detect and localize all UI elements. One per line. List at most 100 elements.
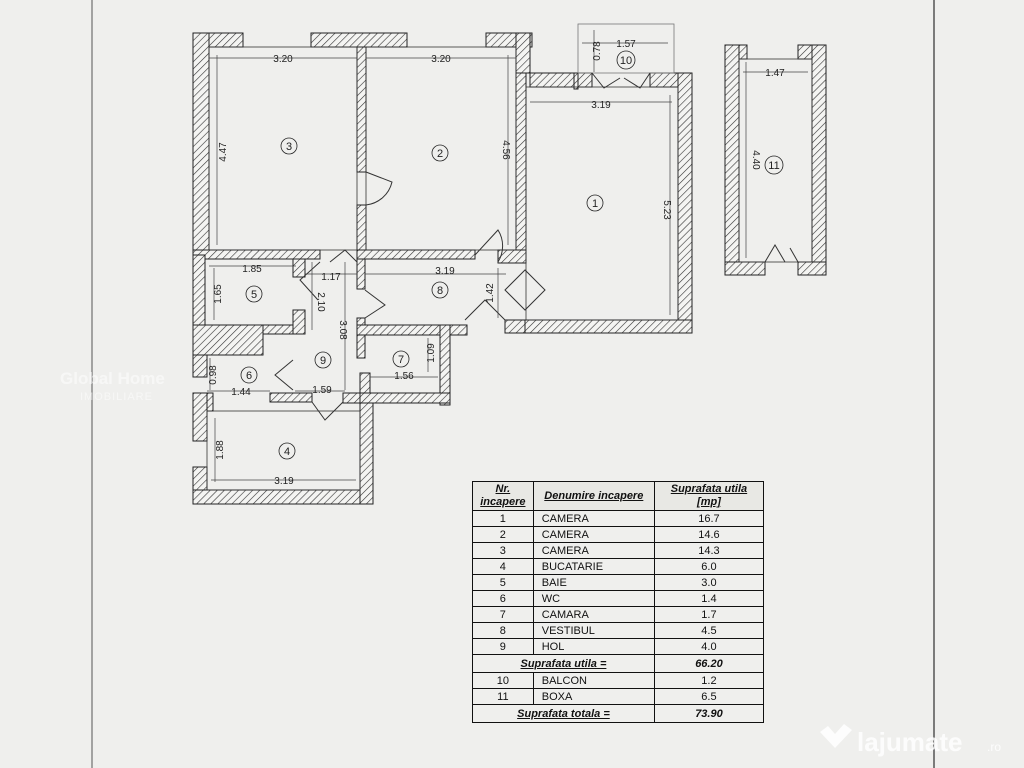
cell-name: VESTIBUL	[532, 622, 655, 639]
cell-name: CAMARA	[532, 606, 655, 623]
dim-r2-width: 3.20	[431, 54, 451, 65]
dim-r5-height: 1.65	[213, 284, 224, 304]
dim-box-width: 1.47	[765, 68, 785, 79]
dim-r1-height: 5.23	[661, 200, 672, 220]
cell-name: CAMERA	[532, 510, 655, 527]
cell-area: 6.0	[653, 558, 765, 575]
dim-r7-height: 1.09	[426, 343, 437, 363]
subtotal-row-label: Suprafata utila =	[472, 654, 655, 673]
room-label-4: 4	[284, 446, 290, 458]
cell-area: 16.7	[653, 510, 765, 527]
dimension-lines	[207, 30, 808, 482]
cell-nr: 3	[472, 542, 534, 559]
room-outlines	[206, 23, 813, 491]
cell-nr: 8	[472, 622, 534, 639]
dim-box-height: 4.40	[750, 150, 761, 170]
dim-hall-d: 1.59	[312, 385, 332, 396]
door-swings	[274, 72, 799, 421]
walls	[192, 32, 827, 505]
cell-name: CAMERA	[532, 542, 655, 559]
room-label-3: 3	[286, 141, 292, 153]
dim-r6-width: 1.44	[231, 387, 251, 398]
header-nr: Nr. incapere	[472, 481, 534, 511]
watermark-left-brand: Global Home	[60, 369, 165, 388]
cell-area: 6.5	[653, 688, 765, 705]
cell-nr: 6	[472, 590, 534, 607]
cell-area: 3.0	[653, 574, 765, 591]
dim-hall-a: 1.17	[321, 272, 341, 283]
dim-balcony-depth: 0.78	[592, 41, 603, 61]
cell-area: 14.6	[653, 526, 765, 543]
subtotal-row: Suprafata utila =66.20	[472, 654, 765, 673]
watermark-right-suffix: .ro	[987, 740, 1001, 754]
watermark-right-logo-icon	[820, 724, 852, 748]
room-label-11: 11	[768, 160, 779, 172]
cell-area: 1.2	[653, 672, 765, 689]
cell-name: CAMERA	[532, 526, 655, 543]
cell-nr: 7	[472, 606, 534, 623]
dim-r3-width: 3.20	[273, 54, 293, 65]
dim-r1-width: 3.19	[591, 100, 611, 111]
cell-name: BOXA	[532, 688, 655, 705]
room-label-8: 8	[437, 285, 443, 297]
cell-name: WC	[532, 590, 655, 607]
dim-r4-width: 3.19	[274, 476, 294, 487]
dim-r3-height: 4.47	[218, 142, 229, 162]
room-label-5: 5	[251, 289, 257, 301]
cell-area: 4.0	[653, 638, 765, 655]
room-label-6: 6	[246, 370, 252, 382]
table-header-row: Nr. incapere Denumire incapere Suprafata…	[472, 481, 765, 511]
header-area: Suprafata utila [mp]	[653, 481, 765, 511]
cell-name: BAIE	[532, 574, 655, 591]
subtotal-row-value: 66.20	[653, 654, 765, 673]
cell-name: BALCON	[532, 672, 655, 689]
cell-nr: 4	[472, 558, 534, 575]
cell-nr: 9	[472, 638, 534, 655]
room-label-9: 9	[320, 355, 326, 367]
room-markers	[240, 50, 784, 460]
cell-name: HOL	[532, 638, 655, 655]
dim-r5-width: 1.85	[242, 264, 262, 275]
total-row-label: Suprafata totala =	[472, 704, 655, 723]
room-label-1: 1	[592, 198, 598, 210]
cell-name: BUCATARIE	[532, 558, 655, 575]
dim-r2-height: 4.56	[500, 140, 511, 160]
dim-r6-height: 0.98	[208, 365, 219, 385]
room-label-2: 2	[437, 148, 443, 160]
cell-nr: 1	[472, 510, 534, 527]
dim-balcony-width: 1.57	[616, 39, 636, 50]
dim-hall-c: 3.08	[337, 320, 348, 340]
dim-r8-height: 1.42	[485, 283, 496, 303]
dim-r4-height: 1.88	[215, 440, 226, 460]
dim-hall-b: 2.10	[315, 292, 326, 312]
cell-area: 14.3	[653, 542, 765, 559]
cell-nr: 2	[472, 526, 534, 543]
cell-nr: 5	[472, 574, 534, 591]
header-name: Denumire incapere	[532, 481, 655, 511]
cell-nr: 11	[472, 688, 534, 705]
cell-area: 4.5	[653, 622, 765, 639]
total-row: Suprafata totala =73.90	[472, 704, 765, 723]
total-row-value: 73.90	[653, 704, 765, 723]
room-label-10: 10	[620, 55, 632, 67]
cell-nr: 10	[472, 672, 534, 689]
watermark-right-brand: lajumate	[857, 727, 963, 757]
rooms-area-table: Nr. incapere Denumire incapere Suprafata…	[472, 481, 765, 723]
dim-r7-width: 1.56	[394, 371, 414, 382]
room-label-7: 7	[398, 354, 404, 366]
cell-area: 1.4	[653, 590, 765, 607]
cell-area: 1.7	[653, 606, 765, 623]
dim-r8-width: 3.19	[435, 266, 455, 277]
